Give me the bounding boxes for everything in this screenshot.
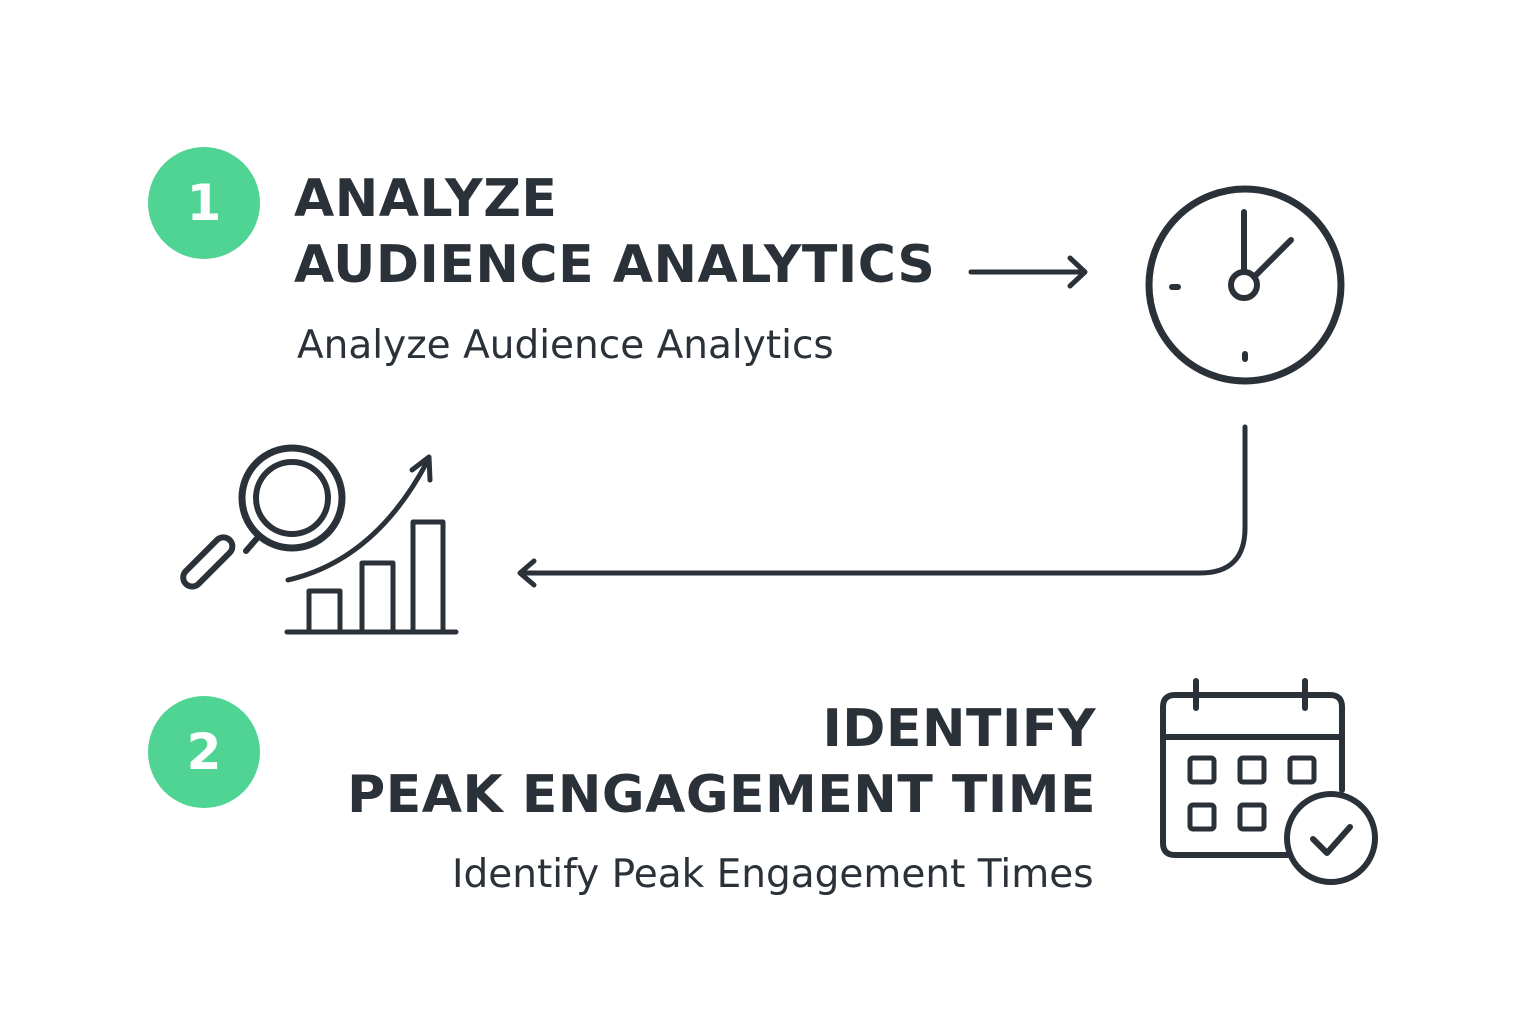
step-1-title-line-2: AUDIENCE ANALYTICS xyxy=(294,235,936,295)
step-1-number: 1 xyxy=(186,174,222,232)
step-2-title-line-1: IDENTIFY xyxy=(822,699,1096,759)
arrow-left-connector xyxy=(517,424,1248,588)
step-1-title-line-1: ANALYZE xyxy=(294,169,558,229)
step-2-subtitle: Identify Peak Engagement Times xyxy=(452,852,1094,897)
calendar-check-icon xyxy=(1160,678,1378,885)
step-2-badge: 2 xyxy=(148,696,260,808)
step-1-title: ANALYZE AUDIENCE ANALYTICS xyxy=(294,166,935,298)
clock-icon xyxy=(1145,185,1345,385)
step-1-subtitle: Analyze Audience Analytics xyxy=(297,323,834,368)
step-2-number: 2 xyxy=(186,723,222,781)
step-1-badge: 1 xyxy=(148,147,260,259)
step-2-title-line-2: PEAK ENGAGEMENT TIME xyxy=(347,765,1096,825)
magnifier-growth-chart-icon xyxy=(180,444,459,635)
arrow-right-icon xyxy=(968,255,1088,289)
step-2-title: IDENTIFY PEAK ENGAGEMENT TIME xyxy=(347,696,1096,828)
